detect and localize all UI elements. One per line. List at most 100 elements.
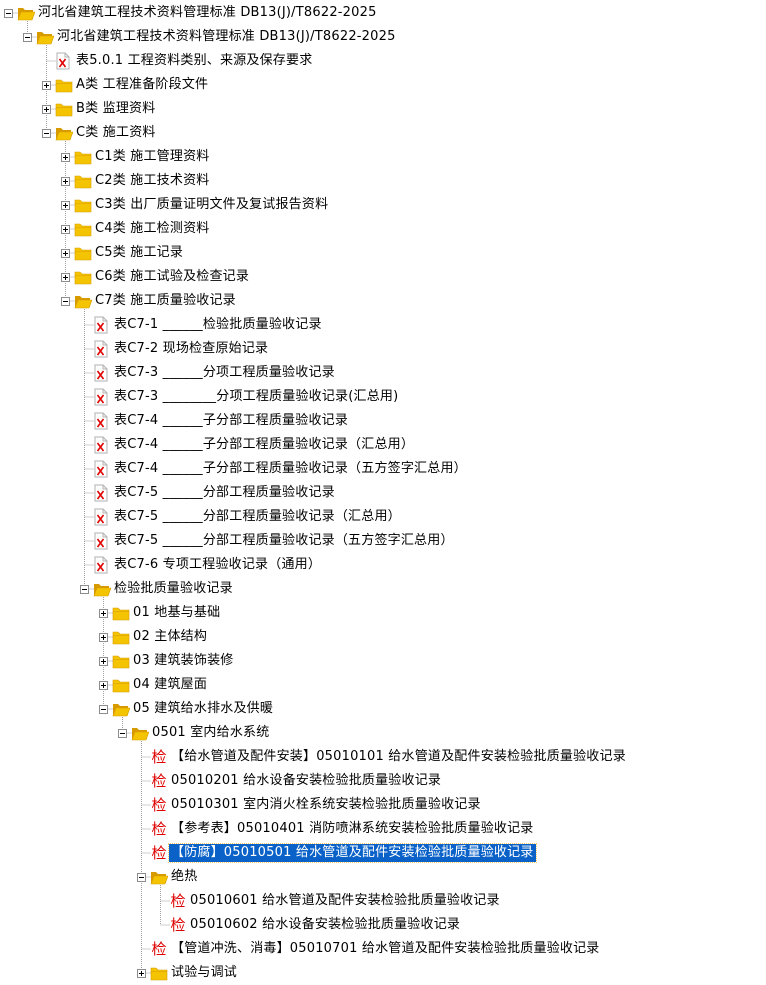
tree-node[interactable]: 03 建筑装饰装修 [0, 649, 766, 673]
tree-node-label[interactable]: 河北省建筑工程技术资料管理标准 DB13(J)/T8622-2025 [38, 5, 377, 20]
tree-node-label[interactable]: 表C7-5 ______分部工程质量验收记录 [114, 485, 335, 500]
tree-node[interactable]: 表C7-6 专项工程验收记录（通用） [0, 553, 766, 577]
tree-node[interactable]: C7类 施工质量验收记录 [0, 289, 766, 313]
tree-node-label[interactable]: 【管道冲洗、消毒】05010701 给水管道及配件安装检验批质量验收记录 [171, 941, 600, 956]
tree-node-label[interactable]: 表C7-6 专项工程验收记录（通用） [114, 557, 322, 572]
collapse-toggle[interactable] [80, 585, 89, 594]
tree-node-label[interactable]: 表C7-5 ______分部工程质量验收记录（汇总用） [114, 509, 401, 524]
tree-node[interactable]: 表5.0.1 工程资料类别、来源及保存要求 [0, 49, 766, 73]
tree-node-label[interactable]: 表C7-4 ______子分部工程质量验收记录（汇总用） [114, 437, 415, 452]
tree-node[interactable]: 检【参考表】05010401 消防喷淋系统安装检验批质量验收记录 [0, 817, 766, 841]
expand-toggle[interactable] [137, 969, 146, 978]
tree-node-label[interactable]: A类 工程准备阶段文件 [76, 77, 209, 92]
tree-node[interactable]: 表C7-4 ______子分部工程质量验收记录（汇总用） [0, 433, 766, 457]
tree-node-label[interactable]: 表C7-1 ______检验批质量验收记录 [114, 317, 322, 332]
collapse-toggle[interactable] [118, 729, 127, 738]
tree-node-label[interactable]: 05 建筑给水排水及供暖 [133, 701, 274, 716]
tree-node[interactable]: C类 施工资料 [0, 121, 766, 145]
tree-node-label[interactable]: 01 地基与基础 [133, 605, 221, 620]
collapse-toggle[interactable] [42, 129, 51, 138]
expand-toggle[interactable] [99, 681, 108, 690]
tree-node-label[interactable]: C4类 施工检测资料 [95, 221, 210, 236]
tree-node[interactable]: 检【防腐】05010501 给水管道及配件安装检验批质量验收记录 [0, 841, 766, 865]
tree-node[interactable]: 绝热 [0, 865, 766, 889]
expand-toggle[interactable] [42, 81, 51, 90]
tree-node-label[interactable]: 表C7-2 现场检查原始记录 [114, 341, 269, 356]
tree-node[interactable]: 0501 室内给水系统 [0, 721, 766, 745]
tree-node-label[interactable]: 0501 室内给水系统 [152, 725, 270, 740]
expand-toggle[interactable] [99, 633, 108, 642]
expand-toggle[interactable] [61, 201, 70, 210]
tree-node[interactable]: 表C7-4 ______子分部工程质量验收记录 [0, 409, 766, 433]
tree-node[interactable]: 表C7-3 ______分项工程质量验收记录 [0, 361, 766, 385]
tree-node-label[interactable]: 表C7-3 ______分项工程质量验收记录 [114, 365, 335, 380]
tree-node[interactable]: C6类 施工试验及检查记录 [0, 265, 766, 289]
tree-node[interactable]: 表C7-4 ______子分部工程质量验收记录（五方签字汇总用） [0, 457, 766, 481]
tree-node[interactable]: A类 工程准备阶段文件 [0, 73, 766, 97]
expand-toggle[interactable] [42, 105, 51, 114]
tree-node[interactable]: B类 监理资料 [0, 97, 766, 121]
tree-node[interactable]: 表C7-1 ______检验批质量验收记录 [0, 313, 766, 337]
collapse-toggle[interactable] [61, 297, 70, 306]
tree-node-label[interactable]: 检验批质量验收记录 [114, 581, 233, 596]
tree-node-label[interactable]: C类 施工资料 [76, 125, 156, 140]
tree-node[interactable]: 河北省建筑工程技术资料管理标准 DB13(J)/T8622-2025 [0, 25, 766, 49]
tree-node[interactable]: 检【管道冲洗、消毒】05010701 给水管道及配件安装检验批质量验收记录 [0, 937, 766, 961]
tree-node-label[interactable]: 【参考表】05010401 消防喷淋系统安装检验批质量验收记录 [171, 821, 534, 836]
tree-node[interactable]: 04 建筑屋面 [0, 673, 766, 697]
tree-node-label[interactable]: 03 建筑装饰装修 [133, 653, 234, 668]
tree-node[interactable]: 检验批质量验收记录 [0, 577, 766, 601]
tree-node-label[interactable]: C1类 施工管理资料 [95, 149, 210, 164]
tree-node-label[interactable]: 05010201 给水设备安装检验批质量验收记录 [171, 773, 442, 788]
tree-node-label[interactable]: 【给水管道及配件安装】05010101 给水管道及配件安装检验批质量验收记录 [171, 749, 626, 764]
tree-node-label[interactable]: 05010301 室内消火栓系统安装检验批质量验收记录 [171, 797, 481, 812]
tree-node-label[interactable]: C2类 施工技术资料 [95, 173, 210, 188]
tree-node-label[interactable]: 绝热 [171, 869, 198, 884]
collapse-toggle[interactable] [23, 33, 32, 42]
tree-node-label[interactable]: C6类 施工试验及检查记录 [95, 269, 250, 284]
tree-node[interactable]: 表C7-2 现场检查原始记录 [0, 337, 766, 361]
tree-node[interactable]: 05 建筑给水排水及供暖 [0, 697, 766, 721]
expand-toggle[interactable] [99, 657, 108, 666]
tree-node[interactable]: 表C7-5 ______分部工程质量验收记录（汇总用） [0, 505, 766, 529]
expand-toggle[interactable] [61, 225, 70, 234]
collapse-toggle[interactable] [137, 873, 146, 882]
tree-node[interactable]: 表C7-3 ________分项工程质量验收记录(汇总用) [0, 385, 766, 409]
tree-node-label[interactable]: 表C7-5 ______分部工程质量验收记录（五方签字汇总用） [114, 533, 454, 548]
tree-node-label[interactable]: 试验与调试 [171, 965, 238, 980]
tree-node[interactable]: 试验与调试 [0, 961, 766, 985]
tree-node-label[interactable]: 表C7-4 ______子分部工程质量验收记录（五方签字汇总用） [114, 461, 467, 476]
tree-node-label[interactable]: 【防腐】05010501 给水管道及配件安装检验批质量验收记录 [168, 843, 537, 863]
tree-node[interactable]: 表C7-5 ______分部工程质量验收记录（五方签字汇总用） [0, 529, 766, 553]
tree-node-label[interactable]: 河北省建筑工程技术资料管理标准 DB13(J)/T8622-2025 [57, 29, 396, 44]
tree-node-label[interactable]: 表C7-4 ______子分部工程质量验收记录 [114, 413, 349, 428]
tree-node-label[interactable]: 02 主体结构 [133, 629, 208, 644]
tree-node-label[interactable]: 04 建筑屋面 [133, 677, 208, 692]
tree-node[interactable]: 河北省建筑工程技术资料管理标准 DB13(J)/T8622-2025 [0, 1, 766, 25]
collapse-toggle[interactable] [99, 705, 108, 714]
tree-node[interactable]: 02 主体结构 [0, 625, 766, 649]
expand-toggle[interactable] [99, 609, 108, 618]
expand-toggle[interactable] [61, 273, 70, 282]
tree-node-label[interactable]: C5类 施工记录 [95, 245, 184, 260]
tree-node-label[interactable]: C3类 出厂质量证明文件及复试报告资料 [95, 197, 329, 212]
tree-node-label[interactable]: 05010602 给水设备安装检验批质量验收记录 [190, 917, 461, 932]
tree-node[interactable]: 01 地基与基础 [0, 601, 766, 625]
tree-node-label[interactable]: C7类 施工质量验收记录 [95, 293, 236, 308]
expand-toggle[interactable] [61, 249, 70, 258]
tree-node[interactable]: 检【给水管道及配件安装】05010101 给水管道及配件安装检验批质量验收记录 [0, 745, 766, 769]
expand-toggle[interactable] [61, 153, 70, 162]
tree-node-label[interactable]: 表5.0.1 工程资料类别、来源及保存要求 [76, 53, 313, 68]
tree-node[interactable]: C5类 施工记录 [0, 241, 766, 265]
tree-node[interactable]: C2类 施工技术资料 [0, 169, 766, 193]
expand-toggle[interactable] [61, 177, 70, 186]
tree-node-label[interactable]: B类 监理资料 [76, 101, 156, 116]
tree-node[interactable]: 表C7-5 ______分部工程质量验收记录 [0, 481, 766, 505]
tree-node[interactable]: C3类 出厂质量证明文件及复试报告资料 [0, 193, 766, 217]
tree-node-label[interactable]: 表C7-3 ________分项工程质量验收记录(汇总用) [114, 389, 399, 404]
